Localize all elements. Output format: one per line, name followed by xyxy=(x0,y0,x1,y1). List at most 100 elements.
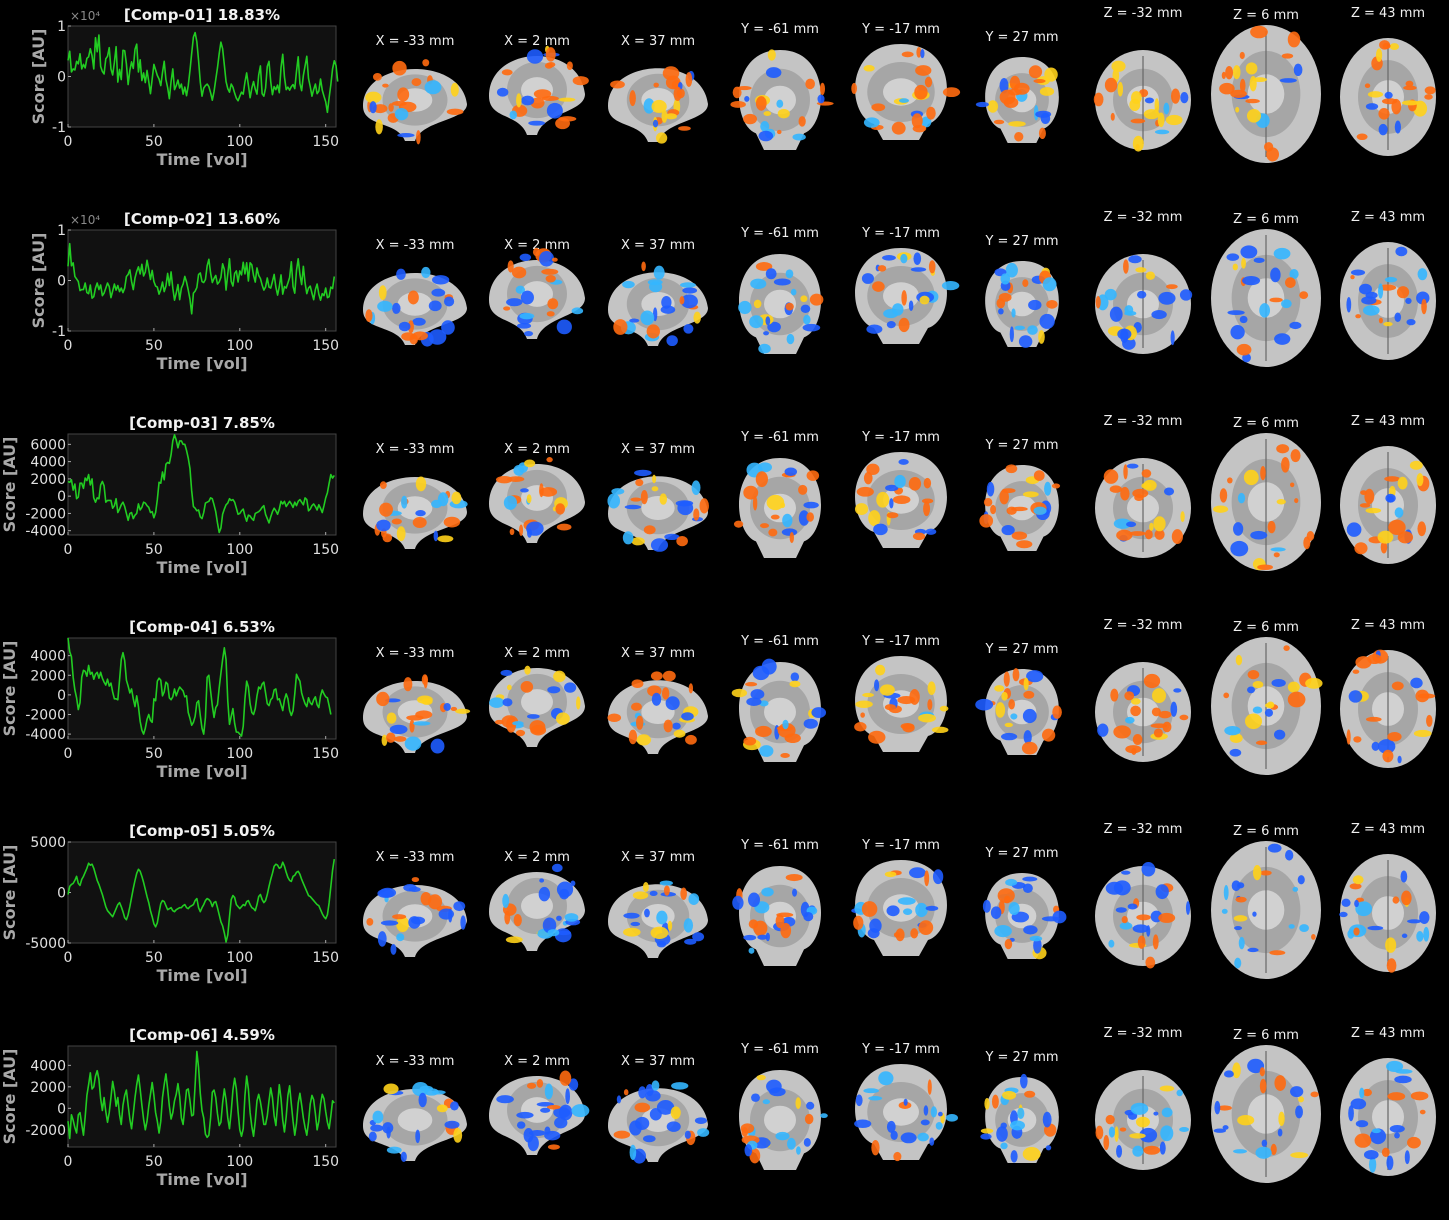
brain-slice-image xyxy=(980,1073,1059,1163)
y-exponent-label: ×10⁴ xyxy=(70,213,100,227)
slice-coordinate-label: Y = 27 mm xyxy=(985,438,1059,453)
slice-coordinate-label: Y = -17 mm xyxy=(862,1042,940,1057)
brain-slice-image xyxy=(363,476,468,549)
x-tick-label: 0 xyxy=(64,542,73,558)
slice-coordinate-label: X = 2 mm xyxy=(504,238,570,253)
brain-slice-image xyxy=(489,863,585,951)
slice-coordinate-label: X = 2 mm xyxy=(504,850,570,865)
y-tick-label: -4000 xyxy=(25,524,66,540)
y-tick-label: 2000 xyxy=(30,1080,66,1096)
brain-slice-image xyxy=(489,457,585,543)
y-axis-label: Score [AU] xyxy=(29,233,48,329)
x-tick-label: 150 xyxy=(312,950,339,966)
brain-slice-image xyxy=(731,658,827,762)
brain-slice-image xyxy=(1211,433,1321,571)
slice-coordinate-label: Z = -32 mm xyxy=(1103,210,1183,225)
y-tick-label: 0 xyxy=(57,1101,66,1117)
x-tick-label: 0 xyxy=(64,950,73,966)
x-tick-label: 0 xyxy=(64,746,73,762)
y-axis-label: Score [AU] xyxy=(0,845,19,941)
brain-slice-image xyxy=(975,57,1059,143)
brain-slice-image xyxy=(855,248,960,344)
slice-coordinate-label: Y = 27 mm xyxy=(985,846,1059,861)
brain-slice-image xyxy=(608,261,708,347)
x-tick-label: 0 xyxy=(64,338,73,354)
slice-coordinate-label: X = 2 mm xyxy=(504,646,570,661)
brain-slice-image xyxy=(738,254,824,354)
brain-slice-image xyxy=(1340,1058,1436,1176)
y-tick-label: 4000 xyxy=(30,649,66,665)
y-tick-label: 6000 xyxy=(30,437,66,453)
brain-slice-image xyxy=(1095,861,1191,969)
brain-slice-image xyxy=(607,670,708,754)
y-tick-label: -1 xyxy=(52,324,66,340)
brain-slice-image xyxy=(1211,229,1321,367)
slice-coordinate-label: X = 37 mm xyxy=(620,1054,696,1069)
brain-slice-image xyxy=(733,458,822,558)
brain-slice-image xyxy=(851,860,947,956)
x-axis-label: Time [vol] xyxy=(156,966,247,985)
brain-slice-image xyxy=(851,44,961,140)
plot-area xyxy=(67,841,337,944)
plot-title: [Comp-02] 13.60% xyxy=(124,210,280,228)
y-tick-label: 0 xyxy=(57,70,66,86)
y-tick-label: -1 xyxy=(52,120,66,136)
brain-slice-image xyxy=(1211,25,1321,163)
x-tick-label: 100 xyxy=(226,1154,253,1170)
x-tick-label: 100 xyxy=(226,746,253,762)
y-tick-label: -4000 xyxy=(25,727,66,743)
x-axis-label: Time [vol] xyxy=(156,1170,247,1189)
slice-coordinate-label: Y = -61 mm xyxy=(741,1042,819,1057)
x-tick-label: 50 xyxy=(145,542,163,558)
y-tick-label: -2000 xyxy=(25,506,66,522)
brain-slice-image xyxy=(1093,50,1191,152)
x-tick-label: 0 xyxy=(64,134,73,150)
brain-slice-image xyxy=(854,656,949,752)
plot-title: [Comp-05] 5.05% xyxy=(129,822,275,840)
brain-slice-image xyxy=(982,873,1067,960)
slice-coordinate-label: Y = -61 mm xyxy=(741,430,819,445)
x-tick-label: 50 xyxy=(145,1154,163,1170)
x-tick-label: 150 xyxy=(312,134,339,150)
y-tick-label: 0 xyxy=(57,489,66,505)
x-tick-label: 50 xyxy=(145,338,163,354)
slice-coordinate-label: Y = -61 mm xyxy=(741,22,819,37)
brain-slice-image xyxy=(738,1070,828,1170)
brain-slice-image xyxy=(1211,637,1323,775)
slice-coordinate-label: X = 37 mm xyxy=(620,442,696,457)
brain-slice-image xyxy=(730,49,834,150)
y-tick-label: 5000 xyxy=(30,835,66,851)
plot-title: [Comp-01] 18.83% xyxy=(124,6,280,24)
x-tick-label: 150 xyxy=(312,338,339,354)
slice-coordinate-label: Z = 6 mm xyxy=(1233,8,1299,23)
slice-coordinate-label: X = 37 mm xyxy=(620,34,696,49)
y-tick-label: 2000 xyxy=(30,472,66,488)
slice-coordinate-label: Y = -17 mm xyxy=(862,838,940,853)
x-tick-label: 50 xyxy=(145,950,163,966)
slice-coordinate-label: Y = 27 mm xyxy=(985,30,1059,45)
x-axis-label: Time [vol] xyxy=(156,762,247,781)
x-tick-label: 0 xyxy=(64,1154,73,1170)
slice-coordinate-label: Y = -61 mm xyxy=(741,838,819,853)
slice-coordinate-label: X = 37 mm xyxy=(620,646,696,661)
brain-slice-image xyxy=(363,674,471,754)
series-line xyxy=(67,242,336,315)
brain-slice-image xyxy=(608,880,708,958)
brain-slice-image xyxy=(1340,242,1436,360)
series-line xyxy=(67,1050,335,1140)
brain-slice-image xyxy=(979,464,1061,551)
x-axis-label: Time [vol] xyxy=(156,150,247,169)
brain-slice-image xyxy=(985,261,1059,348)
slice-coordinate-label: X = 37 mm xyxy=(620,850,696,865)
brain-slice-image xyxy=(489,45,589,135)
brain-slice-image xyxy=(363,1082,467,1162)
y-tick-label: 4000 xyxy=(30,455,66,471)
